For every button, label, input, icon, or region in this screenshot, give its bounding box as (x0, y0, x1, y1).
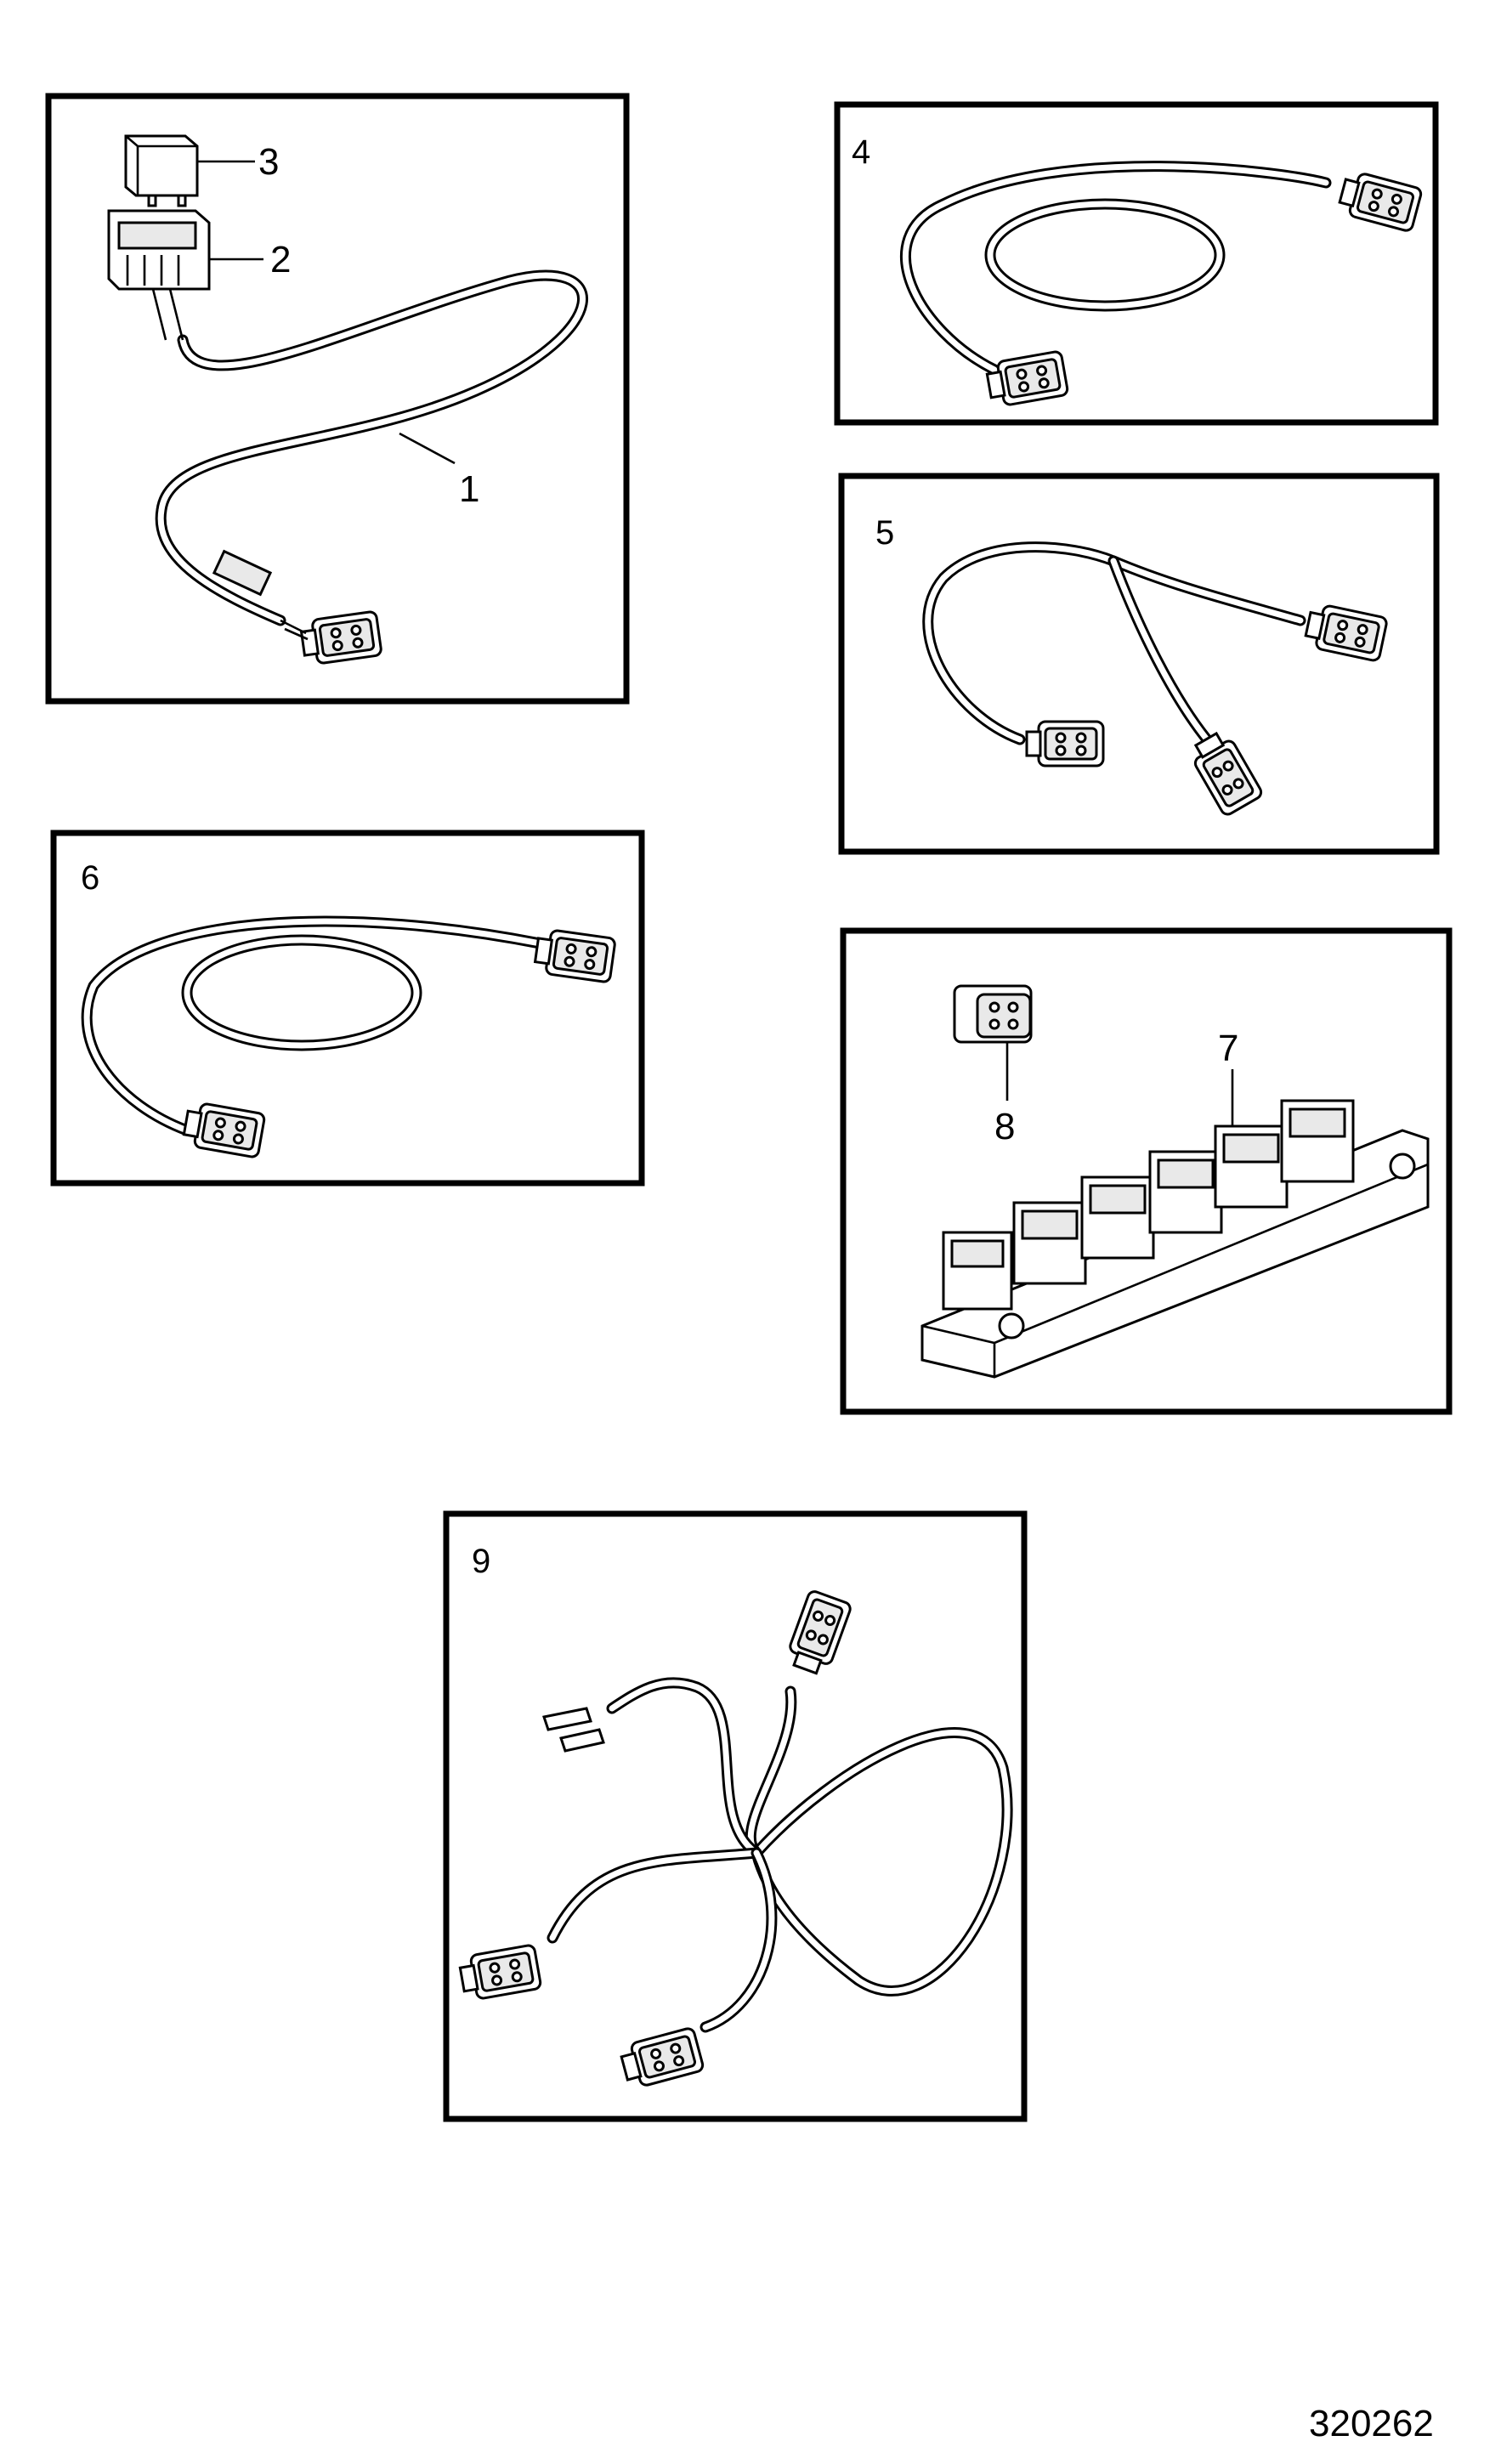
panel-6-label: 6 (81, 859, 99, 897)
callout-7: 7 (1218, 1028, 1238, 1069)
plug-component (953, 984, 1033, 1044)
panel-connector-block: 8 7 (840, 927, 1453, 1415)
panel-9-label: 9 (472, 1543, 490, 1580)
callout-8: 8 (994, 1106, 1015, 1147)
relay-holder-component (107, 209, 211, 341)
panel-cable-4: 4 (834, 101, 1439, 426)
panel-harness-relay: 3 2 1 (45, 93, 630, 705)
panel-cable-5: 5 (838, 473, 1440, 855)
callout-3: 3 (258, 141, 279, 183)
panel-cable-6: 6 (50, 830, 645, 1187)
figure-number: 320262 (1309, 2403, 1434, 2444)
panel-4-label: 4 (852, 133, 870, 171)
callout-2: 2 (270, 239, 291, 280)
panel-harness-9: 9 (443, 1510, 1028, 2122)
callout-1: 1 (459, 468, 479, 510)
panel-5-label: 5 (875, 514, 894, 552)
relay-component (124, 134, 199, 207)
